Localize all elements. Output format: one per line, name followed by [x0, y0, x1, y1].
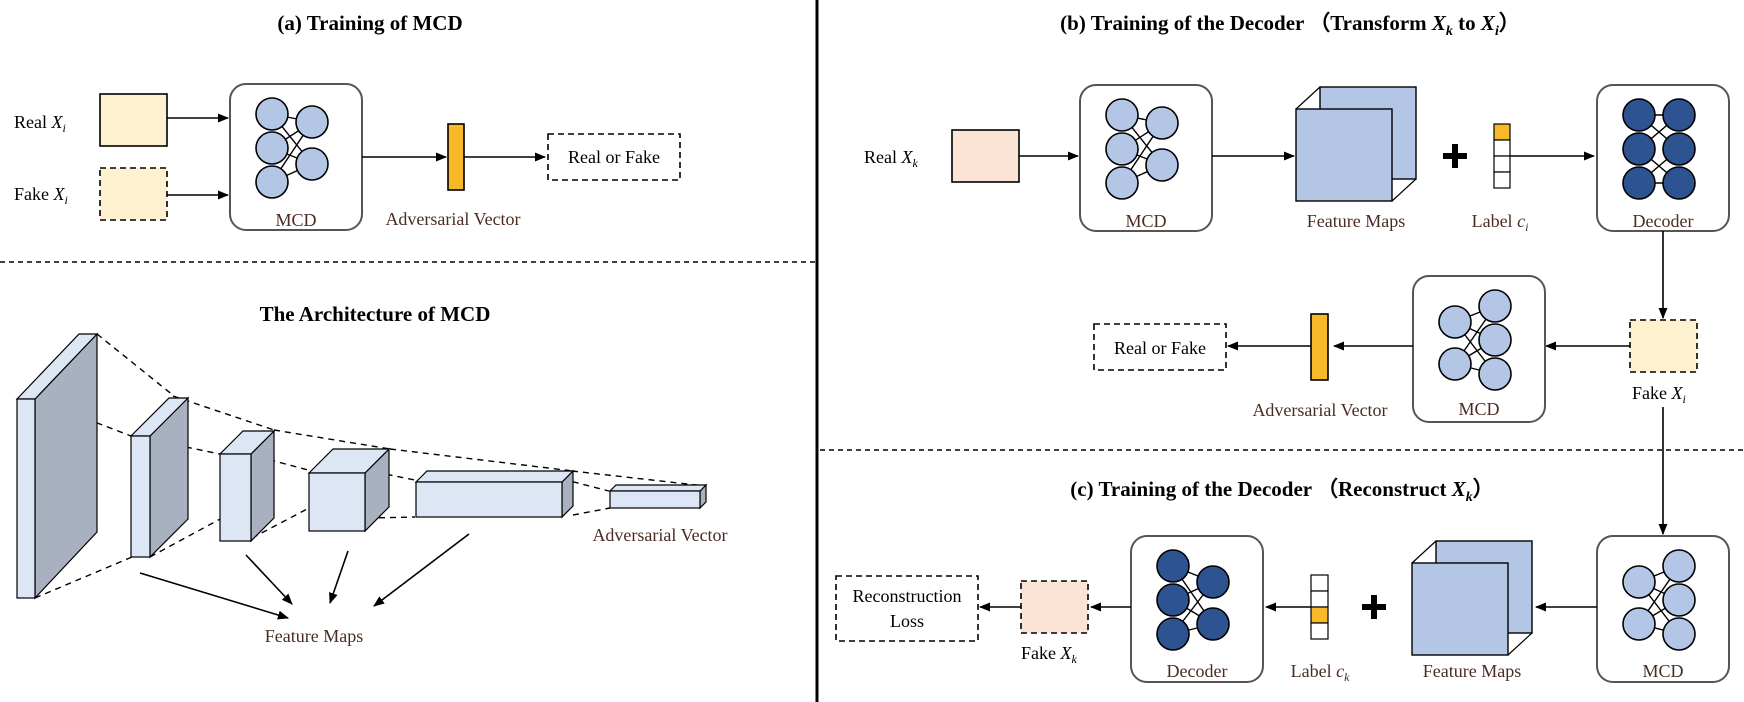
panel-a-adversarial-vector	[447, 123, 465, 191]
architecture-vector-top	[608, 484, 708, 492]
panel-a: (a) Training of MCD Real Xi Fake Xi MCD …	[14, 11, 681, 231]
panel-b-fake-sample	[1629, 319, 1698, 373]
panel-a-output-box	[547, 133, 681, 181]
architecture-panel: The Architecture of MCD	[15, 302, 728, 646]
panel-a-title: (a) Training of MCD	[277, 11, 462, 35]
architecture-maps-label: Feature Maps	[265, 626, 363, 646]
panel-b-feature-maps	[1295, 86, 1417, 202]
panel-c-label-vector	[1310, 574, 1329, 640]
panel-c-label-text: Label ck	[1291, 661, 1350, 684]
architecture-title: The Architecture of MCD	[260, 302, 491, 326]
panel-b-maps-label: Feature Maps	[1307, 211, 1405, 231]
plus-icon	[1443, 144, 1467, 168]
panel-c-loss-line2: Loss	[890, 611, 924, 631]
architecture-layer-5-front	[415, 481, 563, 518]
panel-a-vector-label: Adversarial Vector	[385, 209, 520, 229]
panel-b-mcd2-label: MCD	[1458, 399, 1499, 419]
arrow-layer-2-to-maps	[245, 554, 293, 605]
panel-b-fake-label: Fake Xi	[1632, 383, 1686, 406]
panel-a-output-label: Real or Fake	[568, 147, 660, 167]
panel-c-loss-line1: Reconstruction	[853, 586, 962, 606]
panel-a-fake-label: Fake Xi	[14, 184, 68, 207]
panel-c-maps-label: Feature Maps	[1423, 661, 1521, 681]
panel-b-real-label: Real Xk	[864, 147, 919, 170]
plus-icon	[1362, 595, 1386, 619]
panel-b-output-label: Real or Fake	[1114, 338, 1206, 358]
architecture-layer-2-front	[130, 435, 151, 558]
architecture-layer-1-front	[16, 398, 36, 599]
panel-b-vector-label: Adversarial Vector	[1252, 400, 1387, 420]
panel-c-decoder-label: Decoder	[1167, 661, 1228, 681]
panel-a-mcd-label: MCD	[275, 210, 316, 230]
panel-a-real-sample	[99, 93, 168, 147]
panel-c: (c) Training of the Decoder （Reconstruct…	[835, 477, 1730, 684]
architecture-layer-5-top	[414, 470, 575, 483]
arrow-layer-1-to-maps	[139, 572, 290, 620]
arrow-layer-4-to-maps	[373, 533, 470, 607]
panel-b-decoder-label: Decoder	[1633, 211, 1694, 231]
architecture-layer-3-front	[219, 453, 252, 542]
panel-b-real-sample	[951, 129, 1020, 183]
panel-b-label-vector	[1493, 123, 1511, 189]
panel-b-title: (b) Training of the Decoder （Transform X…	[1060, 11, 1520, 39]
architecture-vector-label: Adversarial Vector	[592, 525, 727, 545]
panel-b-mcd-label: MCD	[1125, 211, 1166, 231]
panel-c-loss-box	[835, 575, 979, 642]
architecture-layer-4-front	[308, 472, 366, 532]
panel-c-fake-sample	[1020, 580, 1089, 634]
panel-a-real-label: Real Xi	[14, 112, 66, 135]
panel-b: (b) Training of the Decoder （Transform X…	[864, 11, 1730, 423]
panel-c-feature-maps	[1411, 540, 1533, 656]
panel-c-title: (c) Training of the Decoder （Reconstruct…	[1070, 477, 1493, 505]
panel-c-mcd-label: MCD	[1642, 661, 1683, 681]
panel-a-fake-sample	[99, 167, 168, 221]
panel-b-output-box	[1093, 323, 1227, 371]
arrow-layer-3-to-maps	[329, 550, 349, 605]
panel-c-fake-label: Fake Xk	[1021, 643, 1078, 666]
panel-b-decoder-box	[1596, 84, 1730, 232]
panel-b-label-text: Label ci	[1472, 211, 1529, 234]
panel-b-adversarial-vector	[1310, 313, 1329, 381]
architecture-vector-front	[609, 490, 701, 509]
